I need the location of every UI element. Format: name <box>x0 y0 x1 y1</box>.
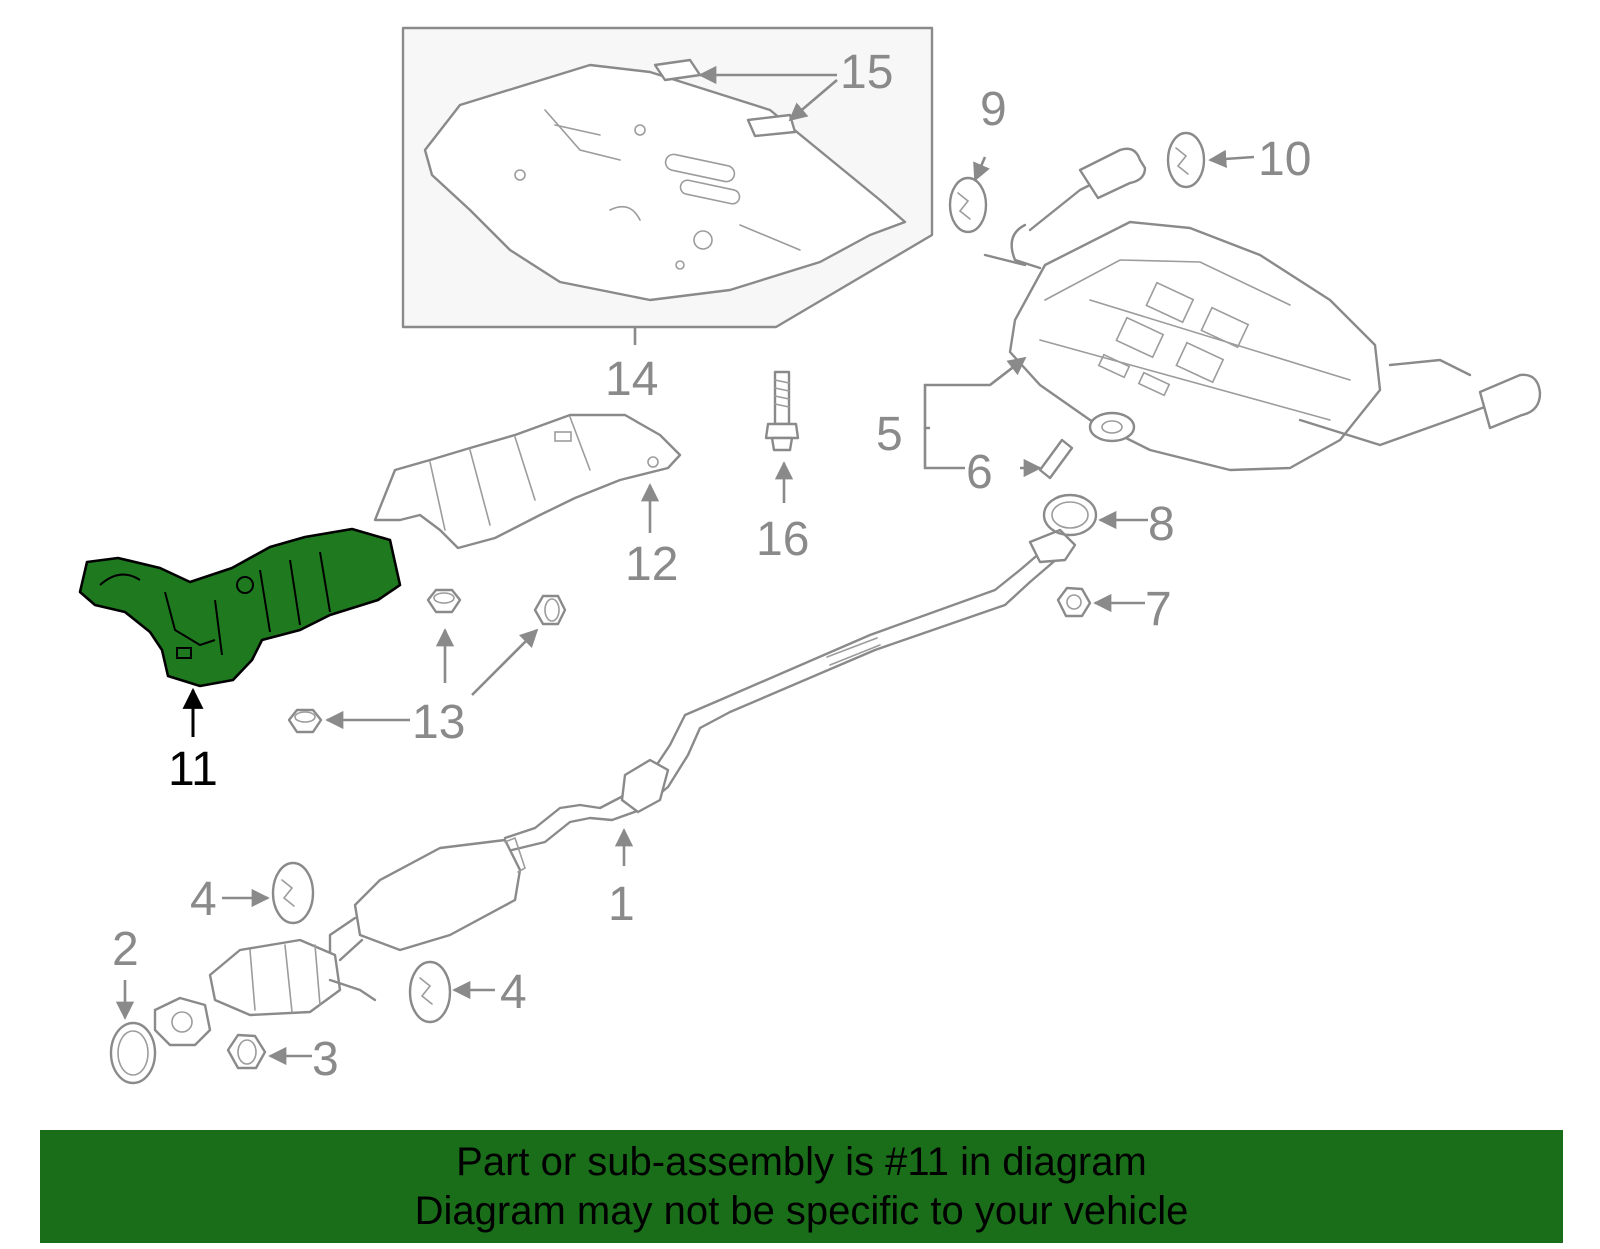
callout-14: 14 <box>605 353 658 406</box>
hanger-10 <box>1166 131 1206 189</box>
callout-15: 15 <box>840 46 893 99</box>
center-pipe-1 <box>503 528 1077 852</box>
callout-12: 12 <box>625 538 678 591</box>
bolt-16 <box>764 370 800 452</box>
callout-8: 8 <box>1148 498 1175 551</box>
callout-9: 9 <box>980 83 1007 136</box>
callout-4-upper: 4 <box>190 873 217 926</box>
pad-15-upper <box>653 58 702 82</box>
heat-shield-11 <box>78 527 402 688</box>
nut-7 <box>1056 586 1092 618</box>
banner-line-1: Part or sub-assembly is #11 in diagram <box>456 1139 1147 1184</box>
gasket-8 <box>1042 493 1098 537</box>
heat-shield-12 <box>373 413 682 550</box>
gasket-2 <box>109 1021 157 1085</box>
callout-16: 16 <box>756 513 809 566</box>
hanger-9 <box>948 176 988 234</box>
pipe-6 <box>1038 438 1074 480</box>
pad-15-lower <box>746 113 797 138</box>
heat-shield-11-highlighted <box>78 527 402 688</box>
callout-10: 10 <box>1258 133 1311 186</box>
muffler-assembly-5 <box>983 147 1542 472</box>
callout-5: 5 <box>876 408 903 461</box>
callout-4-lower: 4 <box>500 966 527 1019</box>
callout-6: 6 <box>966 446 993 499</box>
callout-2: 2 <box>112 923 139 976</box>
callout-7: 7 <box>1145 583 1172 636</box>
front-pipe-catalytic-converter <box>153 836 526 1047</box>
callout-11: 11 <box>168 743 218 796</box>
nut-13-b <box>533 594 567 626</box>
banner-line-2: Diagram may not be specific to your vehi… <box>414 1188 1189 1233</box>
callout-13: 13 <box>412 696 465 749</box>
callout-numbers: 15 14 9 10 5 6 8 7 12 16 13 11 1 4 2 4 3 <box>112 46 1311 1086</box>
callout-leaders <box>115 65 1255 1066</box>
nut-13-c <box>287 708 323 734</box>
callout-3: 3 <box>312 1033 339 1086</box>
hanger-4-lower <box>408 960 452 1024</box>
nut-13-a <box>426 588 462 614</box>
nut-3 <box>226 1033 267 1070</box>
callout-1: 1 <box>608 878 635 931</box>
info-banner: Part or sub-assembly is #11 in diagram D… <box>40 1130 1563 1243</box>
hanger-4-upper <box>271 861 315 925</box>
